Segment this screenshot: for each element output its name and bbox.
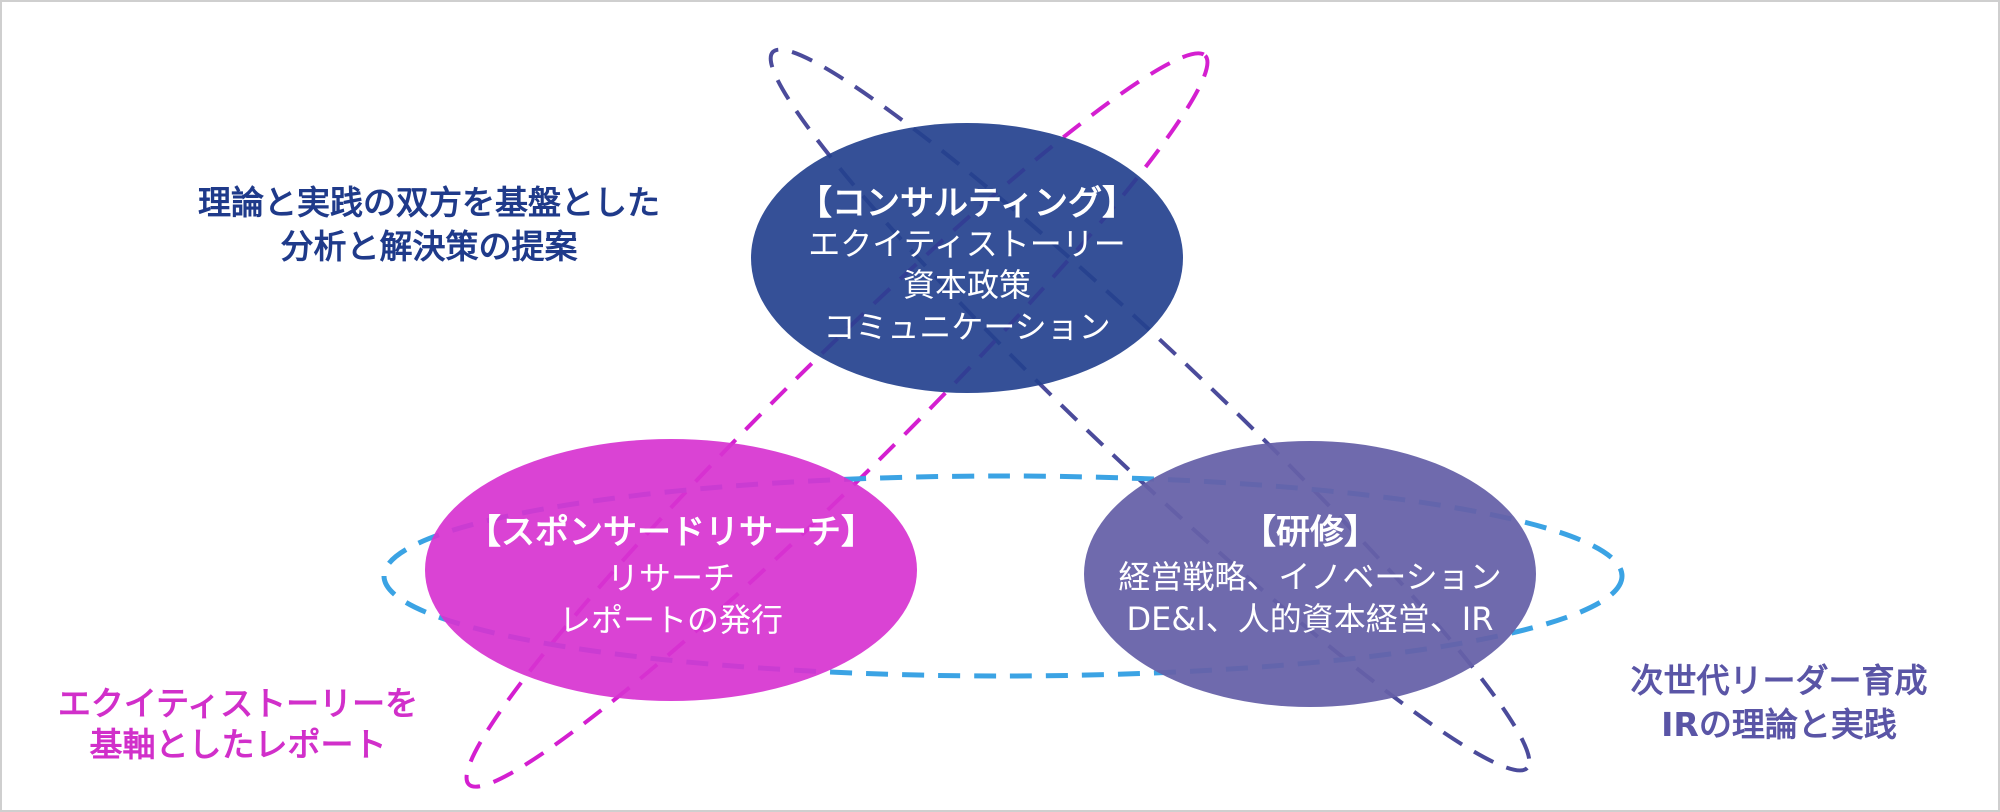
orbit-loop-navy <box>768 47 1532 773</box>
sponsored-research-item: リサーチ <box>606 559 736 597</box>
consulting-title: 【コンサルティング】 <box>798 183 1136 224</box>
consulting-ellipse <box>751 123 1183 393</box>
consulting-item: 資本政策 <box>902 266 1032 304</box>
sponsored-research-note: エクイティストーリーを <box>57 684 419 723</box>
sponsored-research-note: 基軸としたレポート <box>89 725 387 764</box>
consulting-note: 分析と解決策の提案 <box>280 227 578 266</box>
training-item: 経営戦略、イノベーション <box>1118 558 1502 596</box>
training-ellipse <box>1084 441 1536 707</box>
sponsored-research-ellipse <box>425 439 917 701</box>
training-title: 【研修】 <box>1242 512 1378 553</box>
consulting-item: エクイティストーリー <box>808 225 1126 263</box>
training-note: IRの理論と実践 <box>1661 705 1897 744</box>
orbit-loop-pink <box>464 51 1210 789</box>
training-item: DE&I、人的資本経営、IR <box>1126 600 1494 638</box>
consulting-item: コミュニケーション <box>823 308 1111 346</box>
sponsored-research-title: 【スポンサードリサーチ】 <box>467 512 875 553</box>
consulting-note: 理論と実践の双方を基盤とした <box>198 183 660 222</box>
orbit-loop-blue <box>381 473 1625 679</box>
sponsored-research-item: レポートの発行 <box>558 601 784 639</box>
training-note: 次世代リーダー育成 <box>1630 661 1928 700</box>
